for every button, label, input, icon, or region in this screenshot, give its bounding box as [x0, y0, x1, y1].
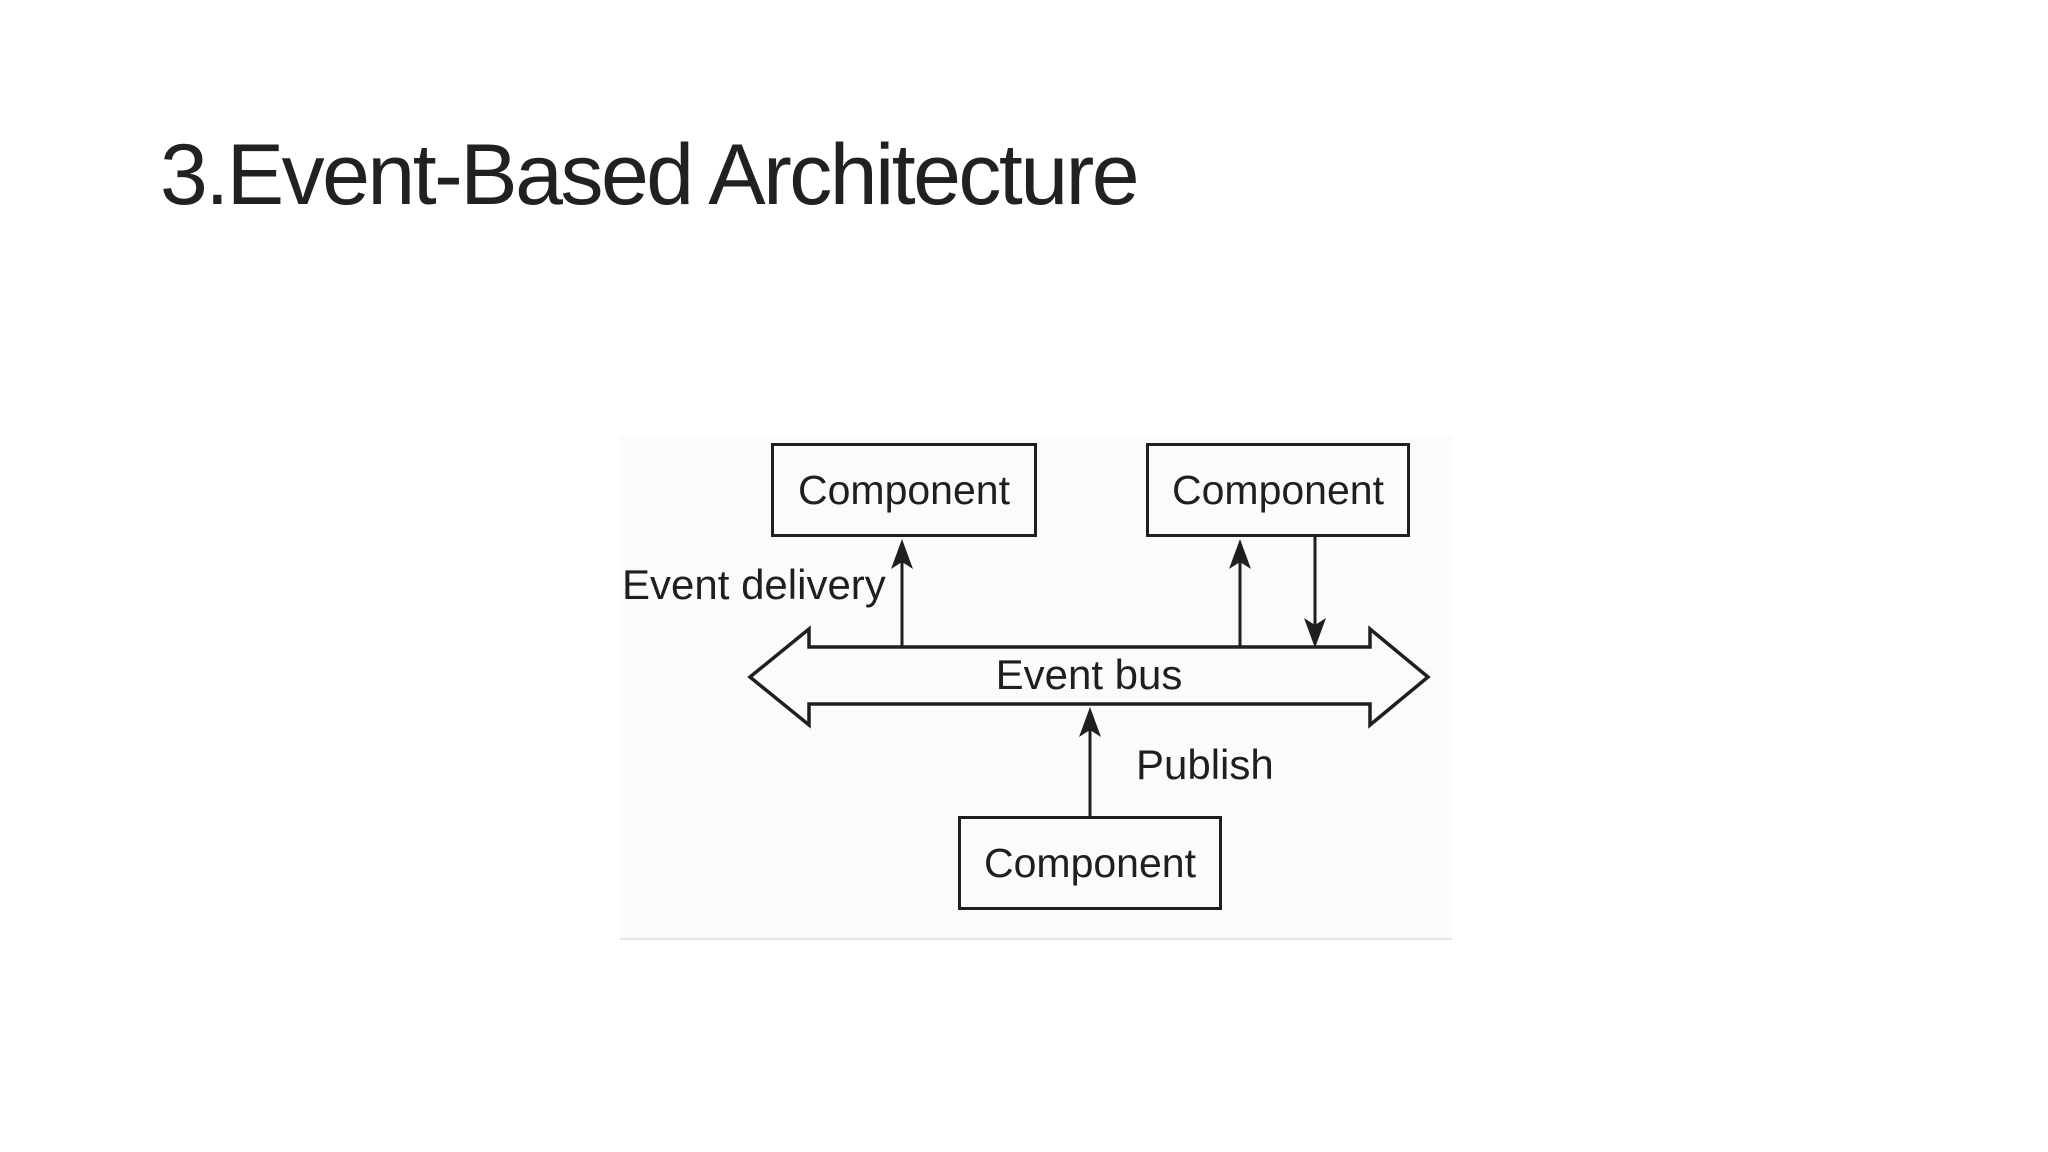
- component-label: Component: [1172, 466, 1384, 513]
- event-delivery-label: Event delivery: [622, 561, 886, 608]
- component-box-top-left: Component: [771, 443, 1037, 537]
- component-box-bottom: Component: [958, 816, 1222, 910]
- slide-title: 3.Event-Based Architecture: [160, 127, 1140, 223]
- component-label: Component: [984, 839, 1196, 886]
- component-box-top-right: Component: [1146, 443, 1410, 537]
- component-label: Component: [798, 466, 1010, 513]
- publish-label: Publish: [1136, 741, 1274, 788]
